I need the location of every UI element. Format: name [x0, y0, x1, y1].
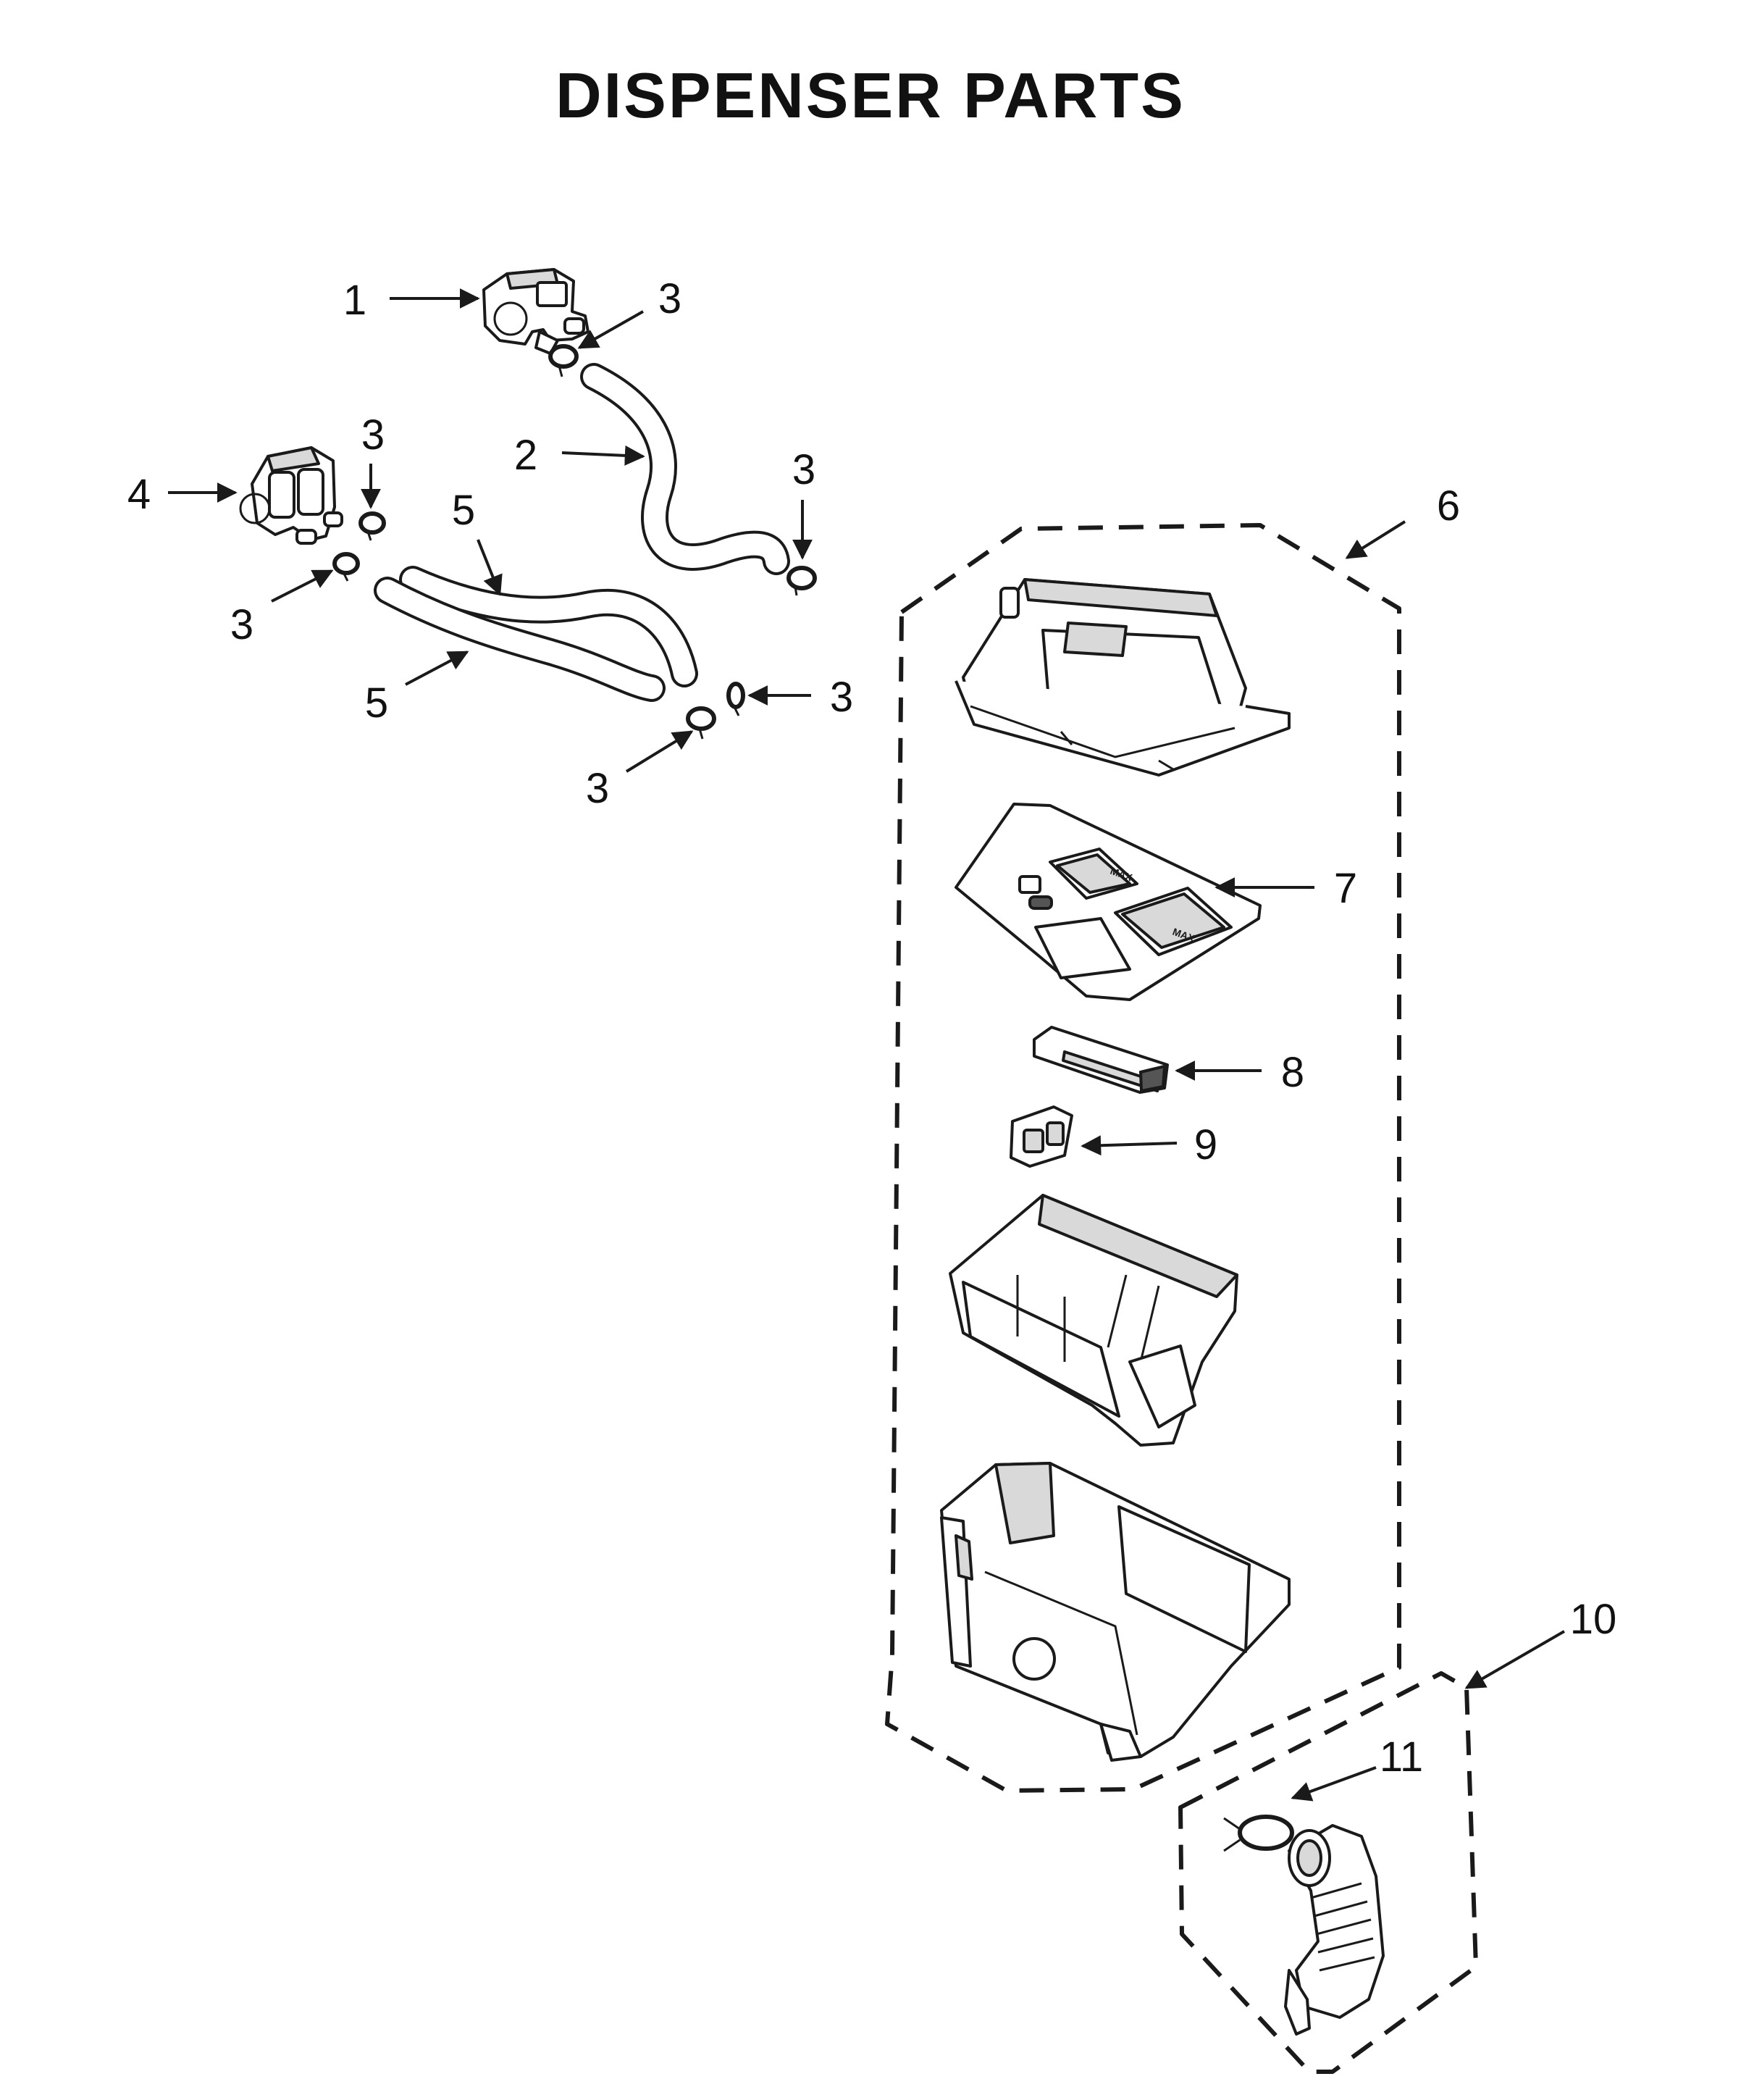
- callout-2: 2: [514, 432, 537, 479]
- drawer-cover: MAX MAX: [955, 803, 1262, 1001]
- callout-11: 11: [1380, 1733, 1423, 1781]
- callout-3: 3: [230, 601, 253, 648]
- dispenser-insert-cap: [1010, 1105, 1073, 1168]
- hose-5-lower: [374, 577, 666, 702]
- callout-5: 5: [365, 679, 388, 727]
- callout-10: 10: [1570, 1596, 1617, 1643]
- hose-2: [580, 363, 790, 575]
- dispenser-housing: [940, 1462, 1291, 1762]
- drain-hose-clamp: [1223, 1815, 1294, 1852]
- drain-hose-elbow: [1284, 1824, 1385, 2036]
- callout-6: 6: [1437, 482, 1460, 530]
- hose-clamp: [786, 566, 817, 596]
- callout-3: 3: [792, 446, 815, 493]
- callout-3: 3: [658, 275, 681, 322]
- callout-3: 3: [830, 674, 853, 721]
- dispenser-drawer: [949, 1194, 1238, 1447]
- page-title: DISPENSER PARTS: [555, 59, 1186, 131]
- dispenser-assembly-outline: [885, 523, 1401, 1793]
- callout-9: 9: [1194, 1121, 1217, 1168]
- inlet-valve-single: [482, 268, 590, 355]
- hose-clamp: [548, 344, 579, 377]
- callout-3: 3: [586, 765, 609, 812]
- bleach-siphon: [1033, 1026, 1169, 1094]
- hose-clamp: [332, 552, 360, 582]
- hose-clamp: [726, 682, 745, 716]
- hose-clamp: [358, 511, 386, 541]
- callout-7: 7: [1334, 865, 1357, 912]
- callout-4: 4: [127, 471, 151, 518]
- dispenser-top-cover: [955, 578, 1291, 777]
- hose-clamp: [686, 706, 716, 740]
- callout-5: 5: [452, 487, 475, 534]
- drain-hose-assembly-outline: [1178, 1671, 1478, 2074]
- callout-1: 1: [343, 277, 366, 324]
- callout-8: 8: [1281, 1049, 1304, 1096]
- hose-5-upper: [399, 566, 698, 687]
- callout-3: 3: [361, 411, 385, 459]
- inlet-valve-dual: [239, 446, 343, 545]
